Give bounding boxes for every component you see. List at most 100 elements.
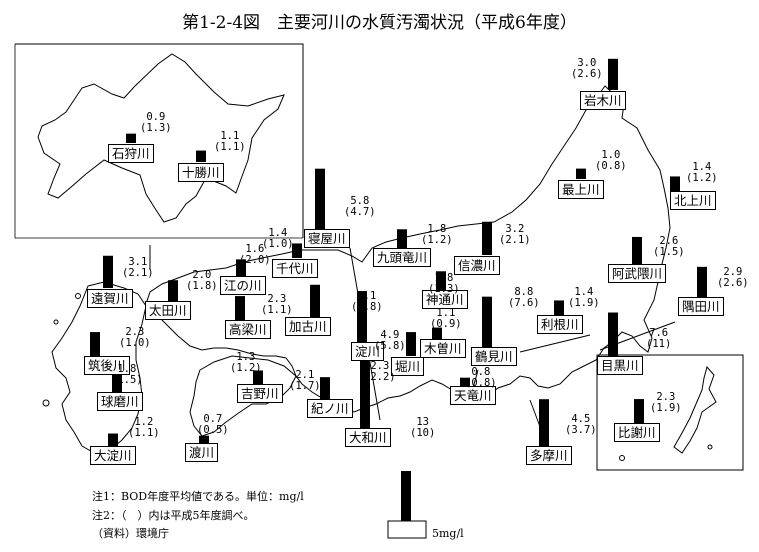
value-previous: (1.7) xyxy=(289,380,321,392)
value-label: 2.9(2.6) xyxy=(717,267,749,289)
river-label: 信濃川 xyxy=(454,256,500,275)
value-current: 3.0 xyxy=(577,57,597,69)
value-label: 1.1(1.1) xyxy=(214,131,246,153)
value-label: 7.6(11) xyxy=(646,328,671,350)
value-current: 1.8 xyxy=(427,223,447,235)
river-label: 紀ノ川 xyxy=(307,399,353,418)
value-current: 1.4 xyxy=(268,227,288,239)
value-label: 1.8(1.3) xyxy=(428,273,460,295)
value-current: 3.1 xyxy=(128,256,148,268)
hokkaido-outline xyxy=(37,53,285,223)
value-current: 7.6 xyxy=(649,327,669,339)
legend xyxy=(387,471,427,539)
bar-太田川 xyxy=(168,280,178,301)
value-current: 5.8 xyxy=(350,195,370,207)
value-previous: (2.0) xyxy=(239,254,271,266)
river-label: 筑後川 xyxy=(84,356,130,375)
river-label: 神通川 xyxy=(422,290,468,309)
value-label: 2.3(2.2) xyxy=(364,361,396,383)
value-previous: (5.8) xyxy=(374,340,406,352)
value-current: 2.9 xyxy=(723,266,743,278)
value-label: 1.4(1.2) xyxy=(686,162,718,184)
river-label: 千代川 xyxy=(272,259,318,278)
value-previous: (10) xyxy=(410,427,436,439)
value-current: 2.0 xyxy=(192,269,212,281)
value-previous: (3.7) xyxy=(565,424,597,436)
value-current: 1.3 xyxy=(236,351,256,363)
value-label: 1.1(0.9) xyxy=(430,308,462,330)
value-current: 1.6 xyxy=(245,243,265,255)
value-label: 13(10) xyxy=(410,417,435,439)
river-label: 江の川 xyxy=(220,276,266,295)
river-label: 堀川 xyxy=(391,357,425,376)
value-label: 1.2(1.1) xyxy=(128,417,160,439)
bar-吉野川 xyxy=(253,370,263,384)
value-previous: (4.7) xyxy=(344,206,376,218)
value-previous: (1.0) xyxy=(262,238,294,250)
chart-title: 第1-2-4図 主要河川の水質汚濁状況（平成6年度） xyxy=(182,13,577,33)
bar-木曽川 xyxy=(432,327,442,339)
value-current: 1.8 xyxy=(434,272,454,284)
value-label: 1.3(1.2) xyxy=(230,352,262,374)
shikoku-outline xyxy=(189,355,297,437)
value-label: 1.8(1.5) xyxy=(111,364,143,386)
river-label: 目黒川 xyxy=(597,356,643,375)
value-previous: (1.3) xyxy=(428,283,460,295)
value-previous: (1.8) xyxy=(186,280,218,292)
value-previous: (1.1) xyxy=(261,304,293,316)
bar-信濃川 xyxy=(482,221,492,255)
honshu-outline xyxy=(145,85,671,413)
value-current: 3.2 xyxy=(505,223,525,235)
bar-江の川 xyxy=(236,259,246,276)
river-label: 十勝川 xyxy=(178,163,224,182)
river-label: 吉野川 xyxy=(237,384,283,403)
value-previous: (1.0) xyxy=(119,337,151,349)
value-previous: (2.6) xyxy=(571,68,603,80)
bar-岩木川 xyxy=(608,58,618,90)
value-label: 3.1(2.1) xyxy=(122,257,154,279)
bar-北上川 xyxy=(670,176,680,191)
value-label: 0.9(1.3) xyxy=(140,112,172,134)
value-label: 2.3(1.9) xyxy=(650,392,682,414)
value-label: 2.6(1.5) xyxy=(653,236,685,258)
river-label: 球磨川 xyxy=(97,392,143,411)
bar-堀川 xyxy=(406,332,416,356)
value-label: 8.8(7.6) xyxy=(508,287,540,309)
value-label: 2.3(1.0) xyxy=(119,327,151,349)
river-label: 大淀川 xyxy=(90,446,136,465)
value-label: 2.0(1.8) xyxy=(186,270,218,292)
value-current: 2.3 xyxy=(656,391,676,403)
value-current: 1.8 xyxy=(117,363,137,375)
river-label: 利根川 xyxy=(537,315,583,334)
bar-大淀川 xyxy=(108,433,118,446)
bar-最上川 xyxy=(576,168,586,179)
value-current: 2.1 xyxy=(295,369,315,381)
value-previous: (2.2) xyxy=(364,371,396,383)
value-label: 1.8(1.2) xyxy=(421,224,453,246)
bar-比謝川 xyxy=(634,399,644,423)
value-previous: (0.8) xyxy=(465,377,497,389)
value-previous: (1.8) xyxy=(351,301,383,313)
value-previous: (1.2) xyxy=(421,234,453,246)
river-label: 寝屋川 xyxy=(304,229,350,248)
value-current: 1.1 xyxy=(436,307,456,319)
value-label: 1.4(1.0) xyxy=(262,228,294,250)
bar-多摩川 xyxy=(539,399,549,446)
bar-高梁川 xyxy=(235,296,245,320)
bar-加古川 xyxy=(310,284,320,317)
river-label: 九頭竜川 xyxy=(373,248,432,267)
bar-淀川 xyxy=(357,291,367,342)
bar-神通川 xyxy=(436,271,446,290)
river-label: 大和川 xyxy=(345,428,391,447)
value-current: 1.1 xyxy=(220,130,240,142)
river-label: 鶴見川 xyxy=(471,347,517,366)
hokkaido-inset-frame xyxy=(15,43,304,238)
value-current: 1.4 xyxy=(574,286,594,298)
source-note: （資料）環境庁 xyxy=(92,527,169,540)
value-current: 2.3 xyxy=(267,293,287,305)
river-label: 淀川 xyxy=(351,342,385,361)
value-current: 4.9 xyxy=(380,329,400,341)
value-label: 3.0(2.6) xyxy=(571,58,603,80)
value-previous: (2.1) xyxy=(499,234,531,246)
